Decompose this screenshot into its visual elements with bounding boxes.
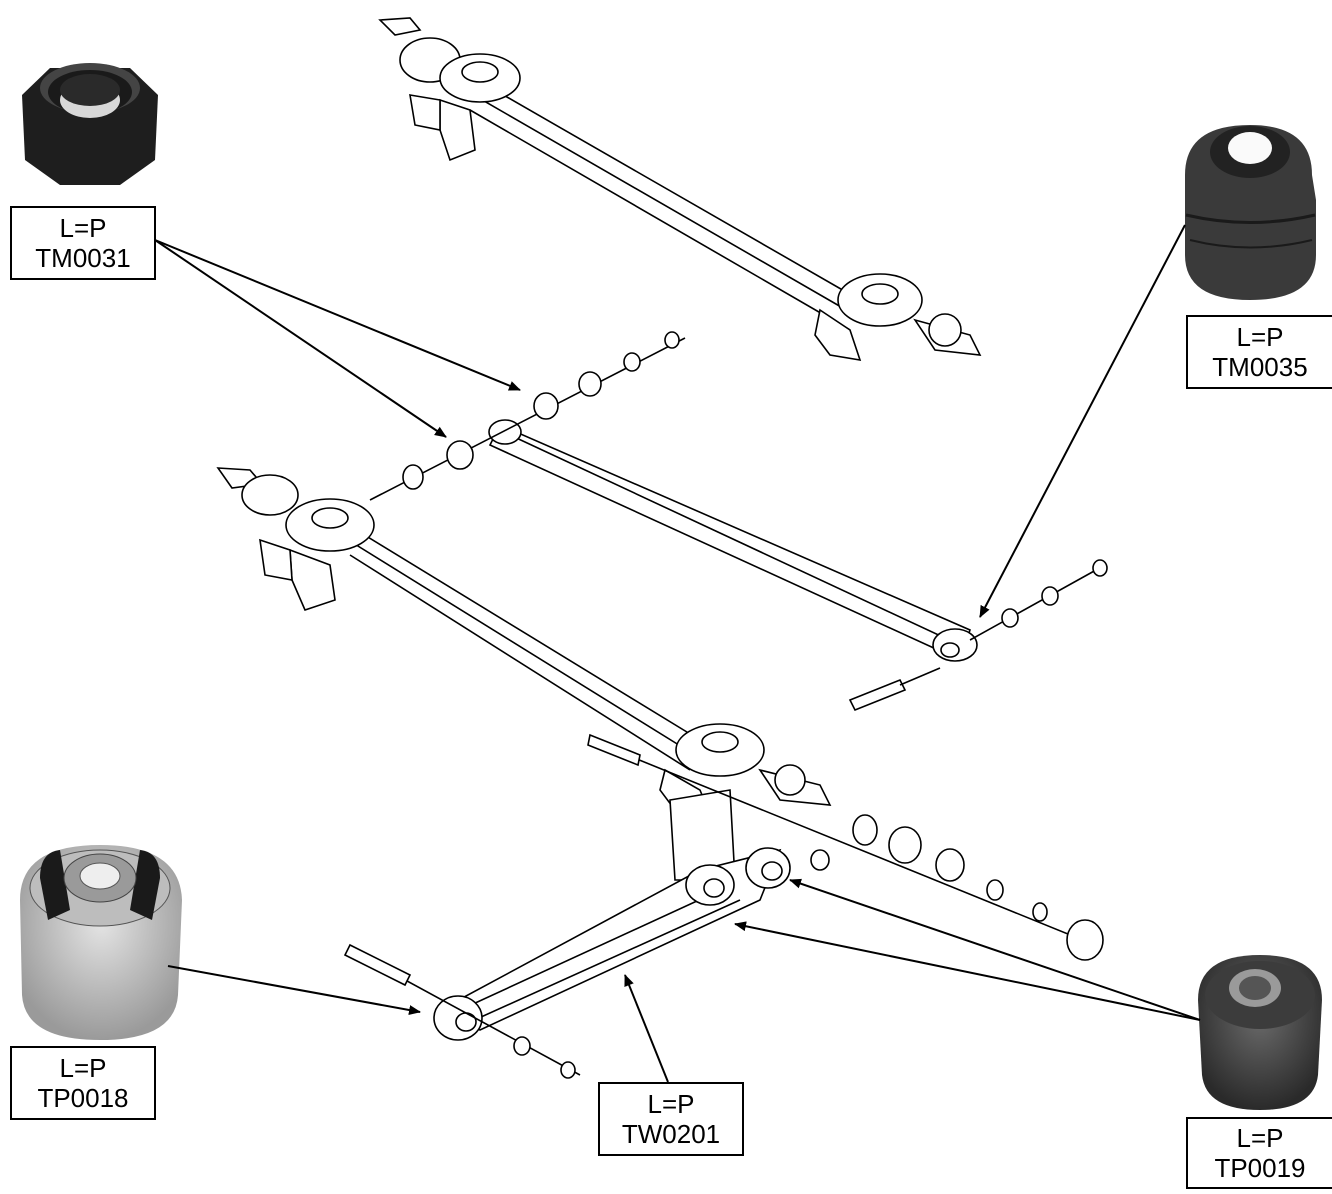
label-tp0018-side: L=P [59, 1053, 107, 1083]
arrow-tw0201 [624, 974, 669, 1083]
upper-hardware-stack [369, 331, 686, 501]
bushing-photo-tp0018 [20, 845, 182, 1040]
bushing-photo-tm0035 [1185, 125, 1316, 300]
arrow-tp0019-b [734, 921, 1201, 1021]
label-tm0035: L=P TM0035 [1186, 315, 1332, 389]
arrow-tp0019-a [789, 878, 1201, 1021]
label-tp0018-code: TP0018 [37, 1083, 129, 1113]
bushing-photo-tp0019 [1198, 955, 1322, 1110]
right-end-hardware [848, 559, 1108, 712]
trailing-arm [488, 419, 978, 662]
leader-arrows [154, 224, 1201, 1083]
label-tp0019-code: TP0019 [1214, 1153, 1306, 1183]
top-axle-assembly [378, 17, 982, 362]
lower-control-arm [343, 847, 791, 1079]
label-tw0201-code: TW0201 [621, 1119, 721, 1149]
bushing-photo-tm0031 [22, 63, 158, 185]
label-tp0019-side: L=P [1236, 1123, 1284, 1153]
arrow-tm0035 [979, 224, 1186, 618]
label-tm0035-code: TM0035 [1212, 352, 1308, 382]
label-tp0019: L=P TP0019 [1186, 1117, 1332, 1189]
label-tw0201-side: L=P [647, 1089, 695, 1119]
middle-axle-assembly [216, 467, 832, 881]
label-tm0035-side: L=P [1236, 322, 1284, 352]
label-tp0018: L=P TP0018 [10, 1046, 156, 1120]
label-tm0031-side: L=P [59, 213, 107, 243]
label-tw0201: L=P TW0201 [598, 1082, 744, 1156]
lower-hardware-stack [587, 733, 1104, 961]
arrow-tm0031-a [154, 239, 521, 391]
label-tm0031-code: TM0031 [35, 243, 131, 273]
label-tm0031: L=P TM0031 [10, 206, 156, 280]
arrow-tm0031-b [154, 239, 447, 438]
arrow-tp0018 [167, 965, 421, 1015]
